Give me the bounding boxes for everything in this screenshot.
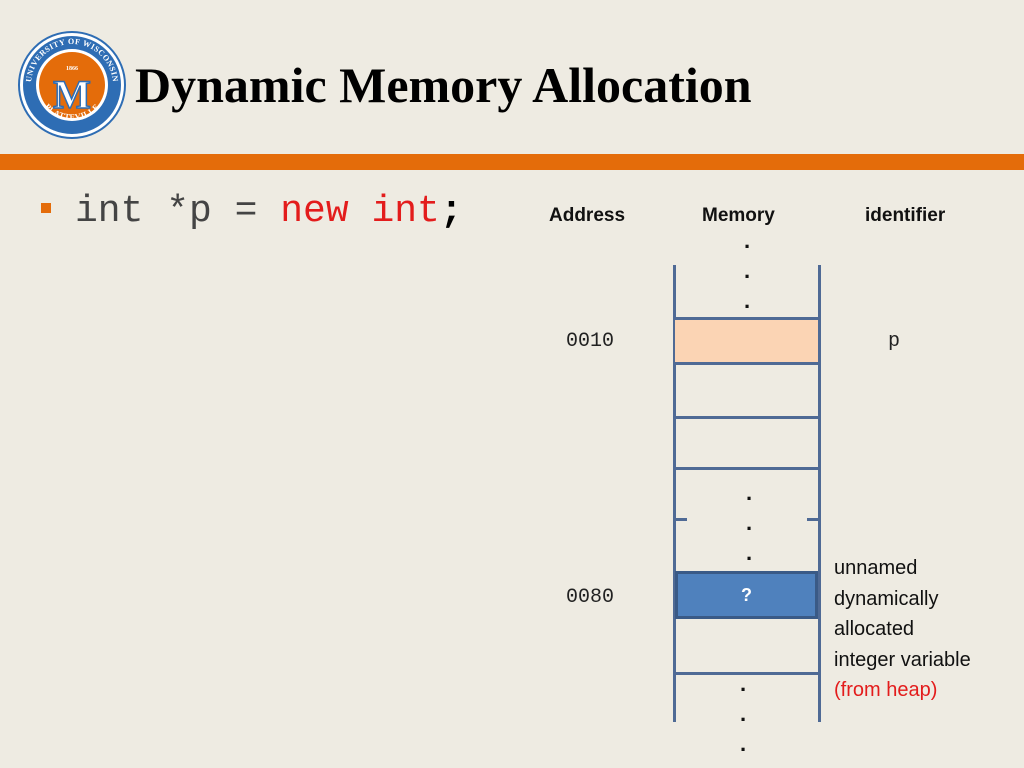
- memory-left-border: [673, 265, 676, 722]
- address-label: 0010: [566, 330, 615, 353]
- ellipsis-dot: .: [744, 228, 751, 253]
- note-line: allocated: [834, 618, 915, 640]
- ellipsis-dot: .: [746, 540, 753, 565]
- memory-header: Memory: [702, 205, 775, 226]
- address-header: Address: [549, 205, 626, 226]
- ellipsis-dot: .: [740, 731, 747, 756]
- memory-gap-tick-right: [807, 518, 821, 521]
- logo-letter: M: [53, 72, 91, 117]
- ellipsis-dot: .: [744, 288, 751, 313]
- ellipsis-dot: .: [740, 701, 747, 726]
- memory-cell-heap: ?: [675, 571, 818, 619]
- memory-cell-p: [675, 317, 818, 365]
- code-semicolon: ;: [439, 190, 463, 233]
- note-heap-label: (from heap): [834, 679, 938, 701]
- memory-right-border: [818, 265, 821, 722]
- memory-row-divider: [673, 467, 821, 470]
- code-new-keyword: new int: [280, 190, 440, 233]
- ellipsis-dot: .: [740, 671, 747, 696]
- identifier-label: p: [888, 330, 901, 353]
- memory-gap-tick-left: [673, 518, 687, 521]
- ellipsis-dot: .: [746, 510, 753, 535]
- memory-row-divider: [673, 416, 821, 419]
- university-logo: UNIVERSITY OF WISCONSIN PLATTEVILLE 1866…: [18, 31, 126, 139]
- ellipsis-dot: .: [744, 258, 751, 283]
- note-line: integer variable: [834, 648, 971, 671]
- note-line: unnamed: [834, 557, 918, 579]
- ellipsis-dot: .: [746, 480, 753, 505]
- title-divider-bar: [0, 154, 1024, 170]
- note-line: dynamically: [834, 587, 939, 610]
- code-statement: int *p = new int;: [75, 192, 463, 232]
- memory-row-divider: [673, 672, 821, 675]
- address-label: 0080: [566, 586, 615, 609]
- code-declaration: int *p =: [75, 190, 281, 233]
- slide-title: Dynamic Memory Allocation: [135, 57, 752, 113]
- bullet-square-icon: [41, 203, 51, 213]
- identifier-header: identifier: [865, 205, 946, 226]
- logo-year: 1866: [66, 66, 78, 72]
- heap-variable-note: unnamed dynamically allocated integer va…: [834, 553, 971, 706]
